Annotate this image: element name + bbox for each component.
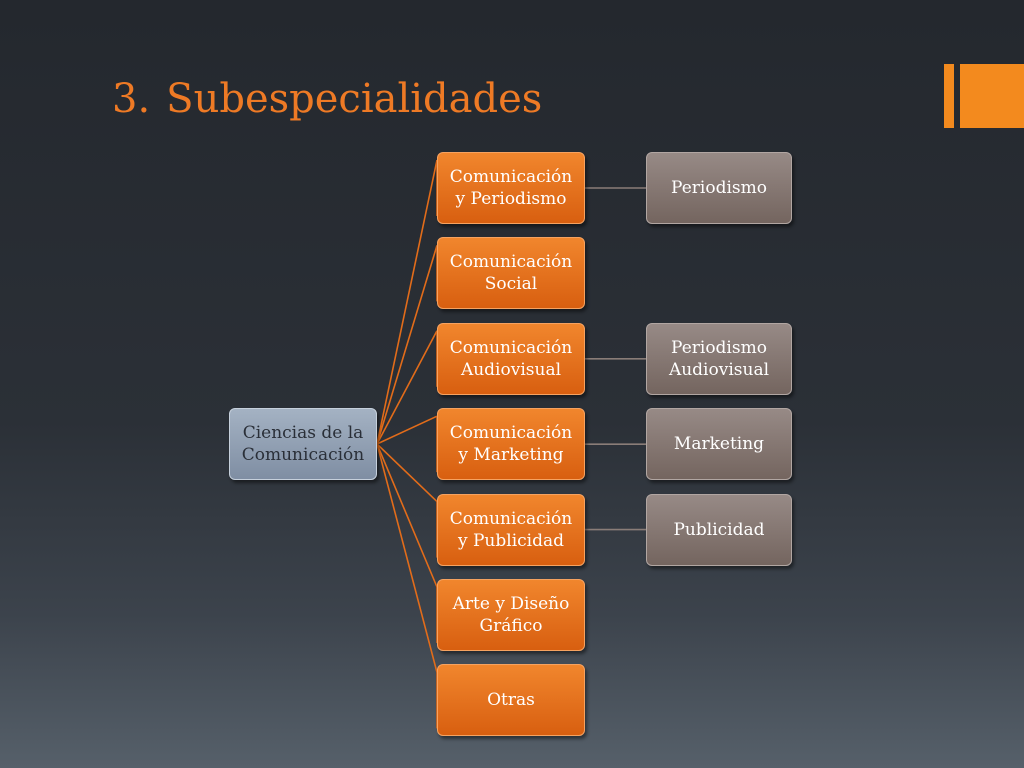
branch-node-2[interactable]: Comunicación Social: [437, 237, 585, 310]
branch-node-1-label: Comunicación y Periodismo: [449, 167, 573, 209]
slide-number: 3.: [112, 76, 151, 122]
leaf-node-4[interactable]: Marketing: [646, 408, 792, 481]
leaf-node-1[interactable]: Periodismo: [646, 152, 792, 224]
leaf-node-5-label: Publicidad: [673, 519, 765, 540]
branch-node-3-label: Comunicación Audiovisual: [449, 337, 573, 380]
root-node[interactable]: Ciencias de la Comunicación: [229, 408, 377, 480]
connector-root-branch-1: [376, 159, 438, 445]
branch-node-5[interactable]: Comunicación y Publicidad: [437, 493, 585, 566]
accent-bar-thick: [960, 64, 1024, 128]
connector-root-branch-4: [376, 415, 438, 445]
branch-node-5-label: Comunicación y Publicidad: [449, 508, 573, 551]
branch-node-7-label: Otras: [487, 690, 535, 711]
branch-node-2-label: Comunicación Social: [449, 252, 573, 295]
branch-node-3[interactable]: Comunicación Audiovisual: [437, 322, 585, 395]
leaf-node-3-label: Periodismo Audiovisual: [668, 337, 770, 380]
branch-node-4-label: Comunicación y Marketing: [449, 423, 573, 466]
accent-bar-thin: [944, 64, 954, 128]
connector-root-branch-5: [376, 443, 438, 503]
connector-root-branch-3: [376, 330, 438, 445]
leaf-node-3[interactable]: Periodismo Audiovisual: [646, 322, 792, 395]
branch-node-6-label: Arte y Diseño Gráfico: [452, 594, 570, 636]
connector-root-branch-7: [376, 443, 438, 673]
leaf-node-1-label: Periodismo: [671, 178, 767, 198]
leaf-node-5[interactable]: Publicidad: [646, 493, 792, 566]
connector-root-branch-6: [376, 443, 438, 588]
root-node-label: Ciencias de la Comunicación: [241, 423, 365, 465]
leaf-node-4-label: Marketing: [673, 434, 765, 455]
branch-node-6[interactable]: Arte y Diseño Gráfico: [437, 579, 585, 651]
slide-title-text: Subespecialidades: [166, 76, 543, 122]
branch-node-4[interactable]: Comunicación y Marketing: [437, 408, 585, 481]
connector-root-branch-2: [376, 245, 438, 445]
branch-node-1[interactable]: Comunicación y Periodismo: [437, 152, 585, 224]
branch-node-7[interactable]: Otras: [437, 664, 585, 737]
slide-title: 3. Subespecialidades: [112, 76, 542, 122]
